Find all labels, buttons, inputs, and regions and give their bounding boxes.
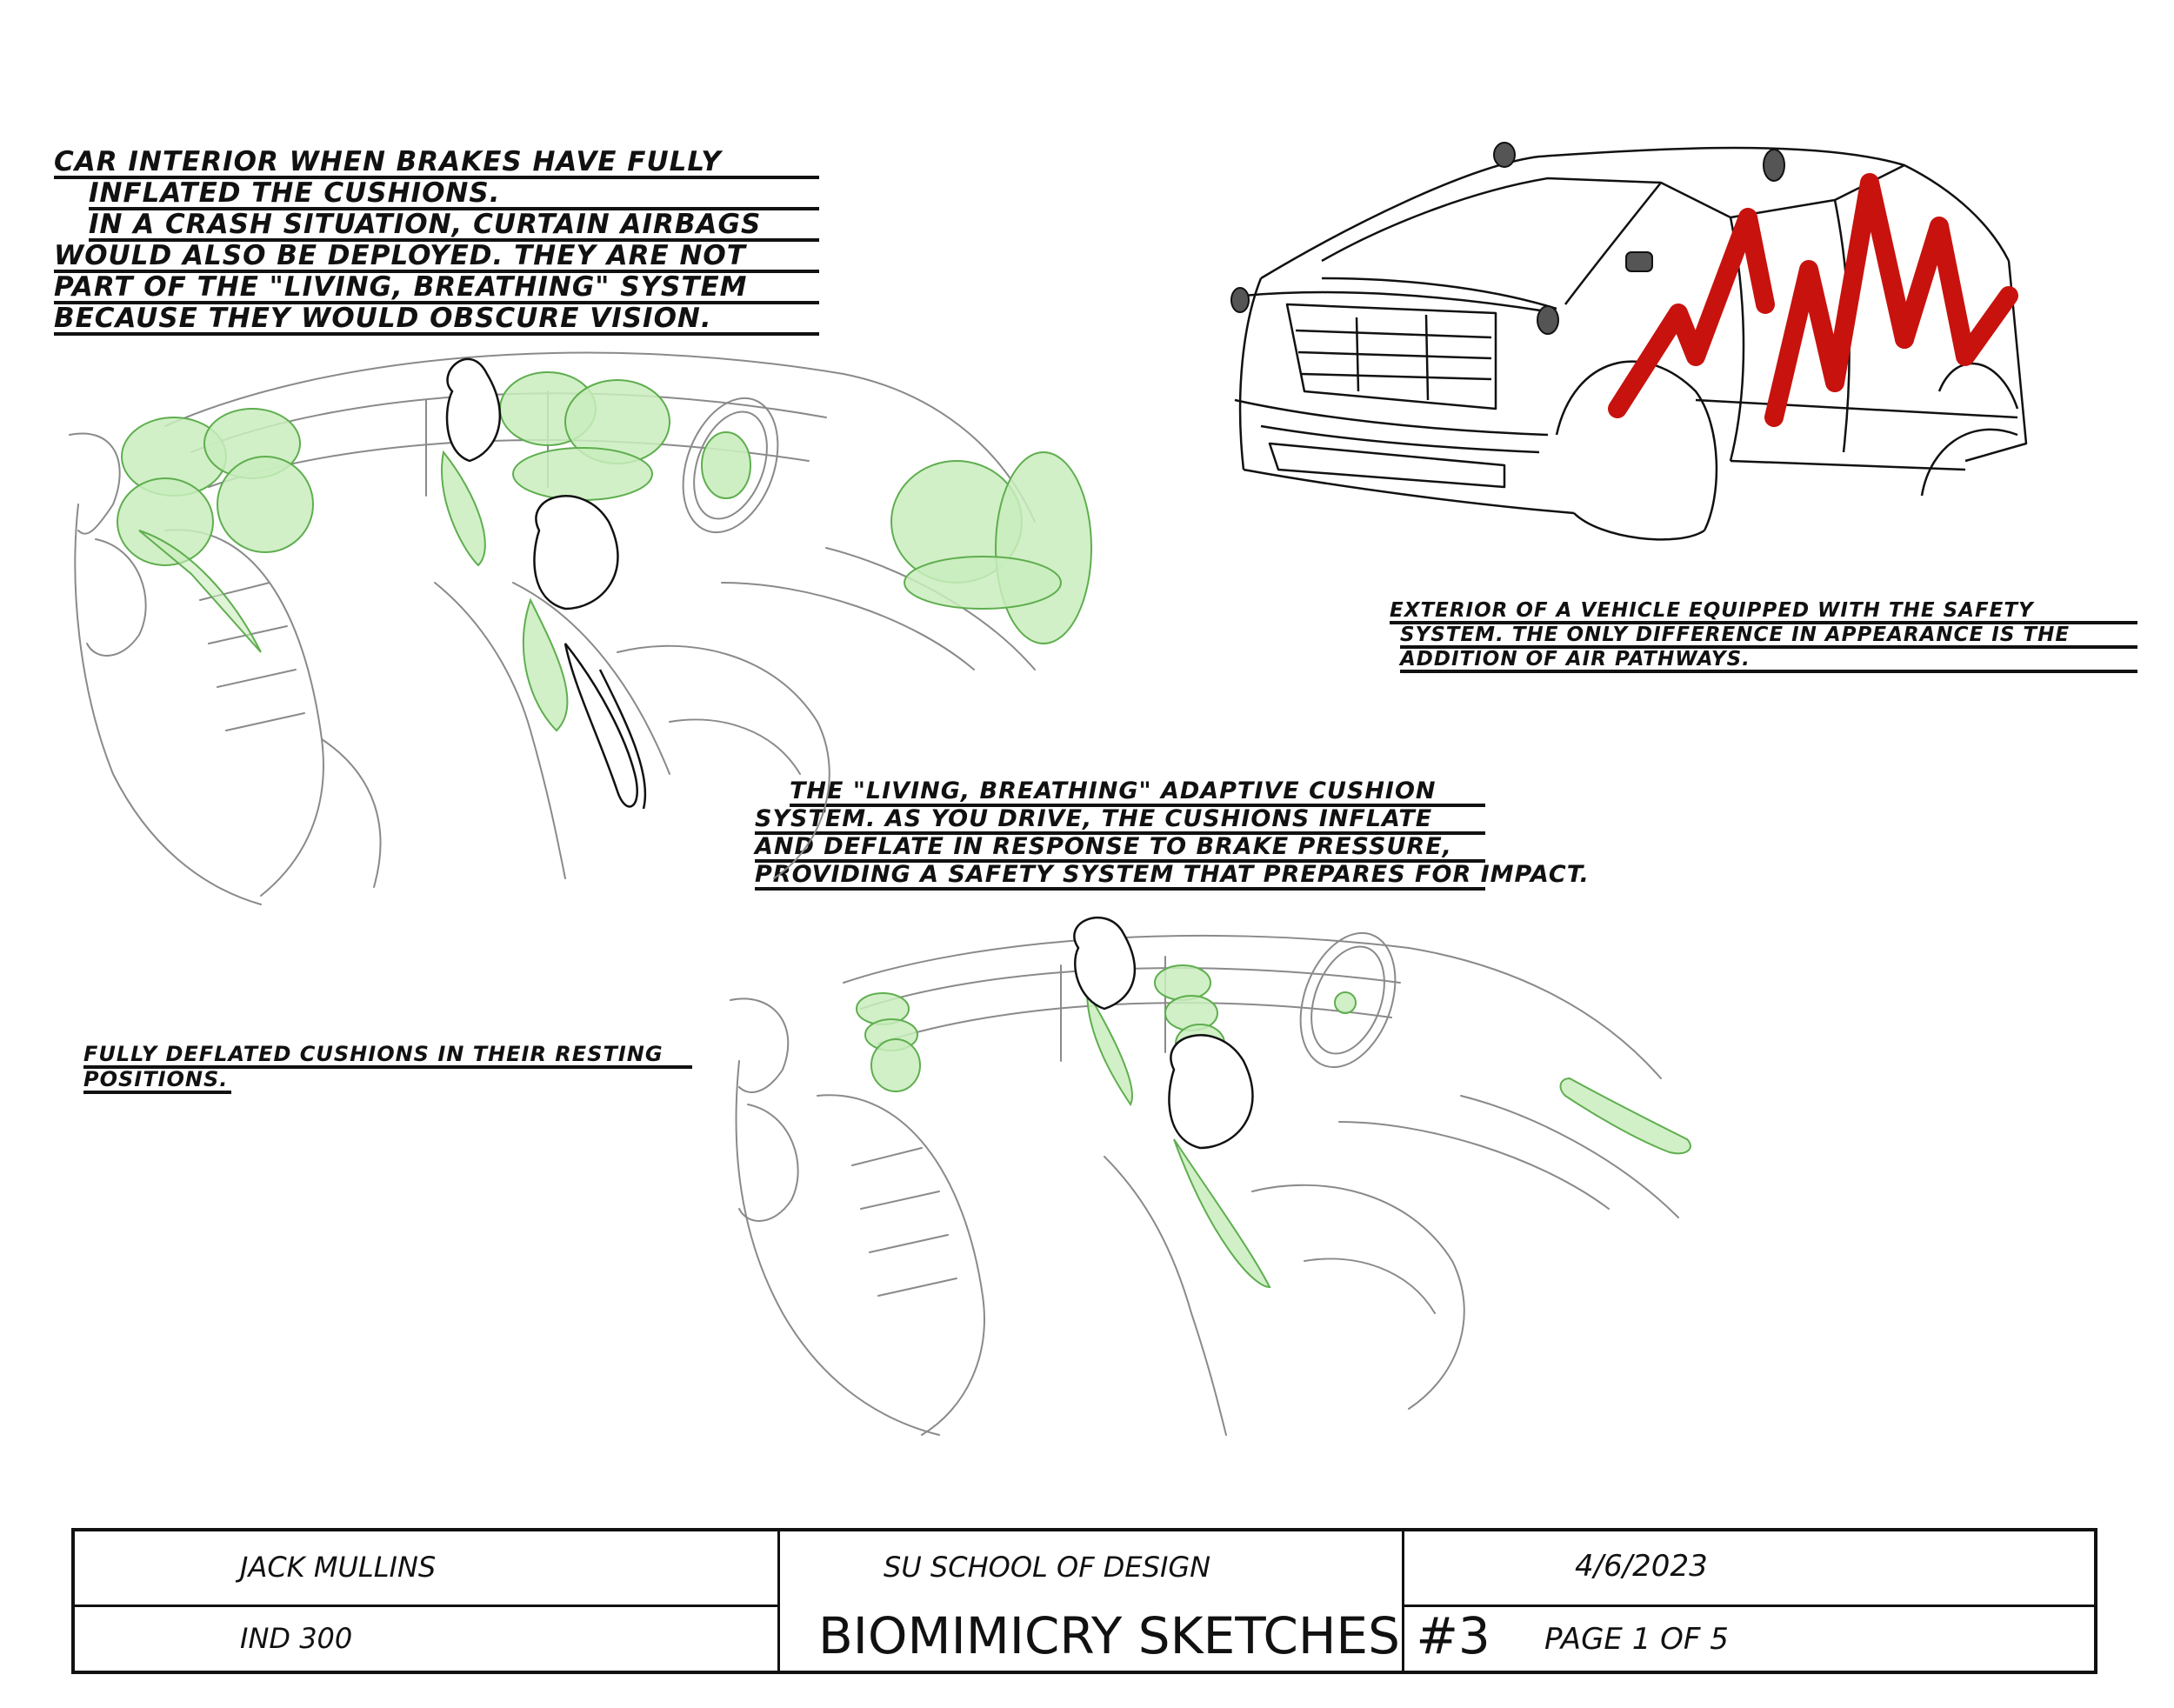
note-line: The "living, breathing" adaptive cushion: [790, 779, 1485, 807]
interior-deflated-sketch: [730, 916, 1691, 1436]
note-line: inflated the cushions.: [89, 179, 819, 210]
note-line: In a crash situation, curtain airbags: [89, 210, 819, 242]
school-name: SU School of Design: [884, 1551, 1211, 1584]
note-line: because they would obscure vision.: [54, 304, 819, 336]
page-number: Page 1 of 5: [1544, 1622, 1729, 1657]
designer-name: Jack Mullins: [240, 1551, 437, 1584]
title-block: Jack Mullins IND 300 SU School of Design…: [71, 1528, 2097, 1674]
title-block-divider: [777, 1531, 780, 1671]
note-interior: Car interior when brakes have fully infl…: [54, 148, 819, 336]
note-line: part of the "living, breathing" system: [54, 273, 819, 304]
title-block-divider: [75, 1605, 777, 1607]
note-exterior: Exterior of a vehicle equipped with the …: [1390, 600, 2137, 673]
note-line: system. The only difference in appearanc…: [1400, 624, 2137, 649]
note-line: would also be deployed. They are not: [54, 242, 819, 273]
note-line: system. As you drive, the cushions infla…: [755, 807, 1485, 835]
note-line: providing a safety system that prepares …: [755, 863, 1589, 891]
note-line: Exterior of a vehicle equipped with the …: [1390, 600, 2137, 624]
note-line: positions.: [83, 1069, 231, 1094]
note-deflated: Fully deflated cushions in their resting…: [83, 1044, 692, 1094]
note-system: The "living, breathing" adaptive cushion…: [755, 779, 1589, 891]
title-block-divider: [1402, 1605, 2094, 1607]
vehicle-exterior-sketch: [1230, 142, 2028, 541]
note-line: and deflate in response to brake pressur…: [755, 835, 1485, 863]
note-line: Fully deflated cushions in their resting: [83, 1044, 692, 1069]
course-code: IND 300: [240, 1622, 353, 1655]
sheet-date: 4/6/2023: [1575, 1549, 1708, 1584]
note-line: Car interior when brakes have fully: [54, 148, 819, 179]
sheet-title: Biomimicry Sketches #3: [818, 1606, 1490, 1665]
title-block-divider: [1402, 1531, 1404, 1671]
interior-inflated-sketch: [69, 351, 1092, 905]
note-line: addition of air pathways.: [1400, 649, 2137, 673]
